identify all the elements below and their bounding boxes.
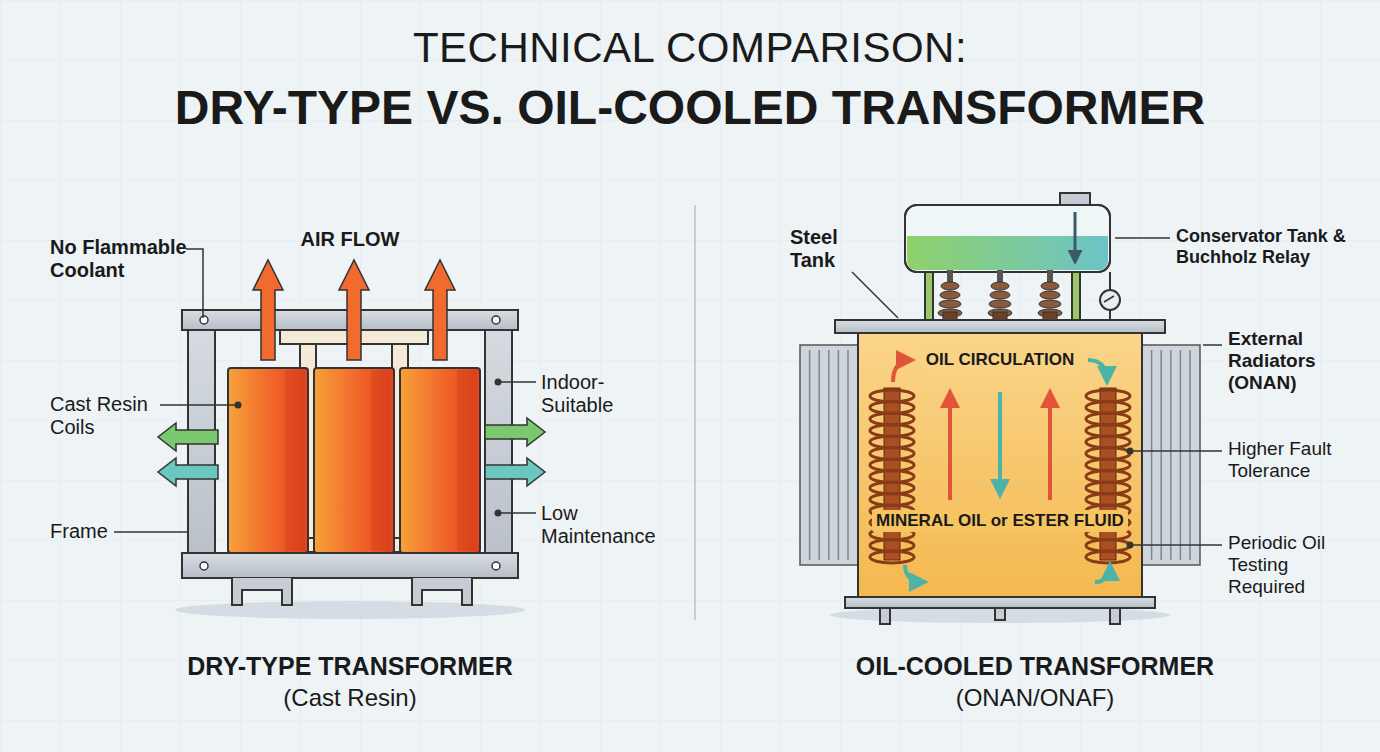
flow-label: AIR FLOW [270,228,430,251]
caption-subtitle: (Cast Resin) [100,684,600,712]
title: TECHNICAL COMPARISON: [0,24,1380,72]
callout-label: No Flammable Coolant [50,236,200,282]
flow-label: OIL CIRCULATION [922,349,1079,371]
caption-title: DRY-TYPE TRANSFORMER [100,652,600,681]
callout-label: Periodic Oil Testing Required [1228,532,1368,598]
callout-label: External Radiators (ONAN) [1228,328,1368,394]
callout-label: Indoor-Suitable [541,371,641,417]
caption-title: OIL-COOLED TRANSFORMER [735,652,1335,681]
caption-subtitle: (ONAN/ONAF) [735,684,1335,712]
callout-label: Frame [50,520,130,543]
callout-label: Cast Resin Coils [50,393,170,439]
callout-label: Higher Fault Tolerance [1228,438,1368,482]
callout-label: Conservator Tank & Buchholz Relay [1176,226,1376,267]
heading: DRY-TYPE VS. OIL-COOLED TRANSFORMER [0,80,1380,135]
callout-label: Low Maintenance [541,502,681,548]
callout-label: Steel Tank [790,226,870,272]
fluid-label: MINERAL OIL or ESTER FLUID [872,510,1128,532]
